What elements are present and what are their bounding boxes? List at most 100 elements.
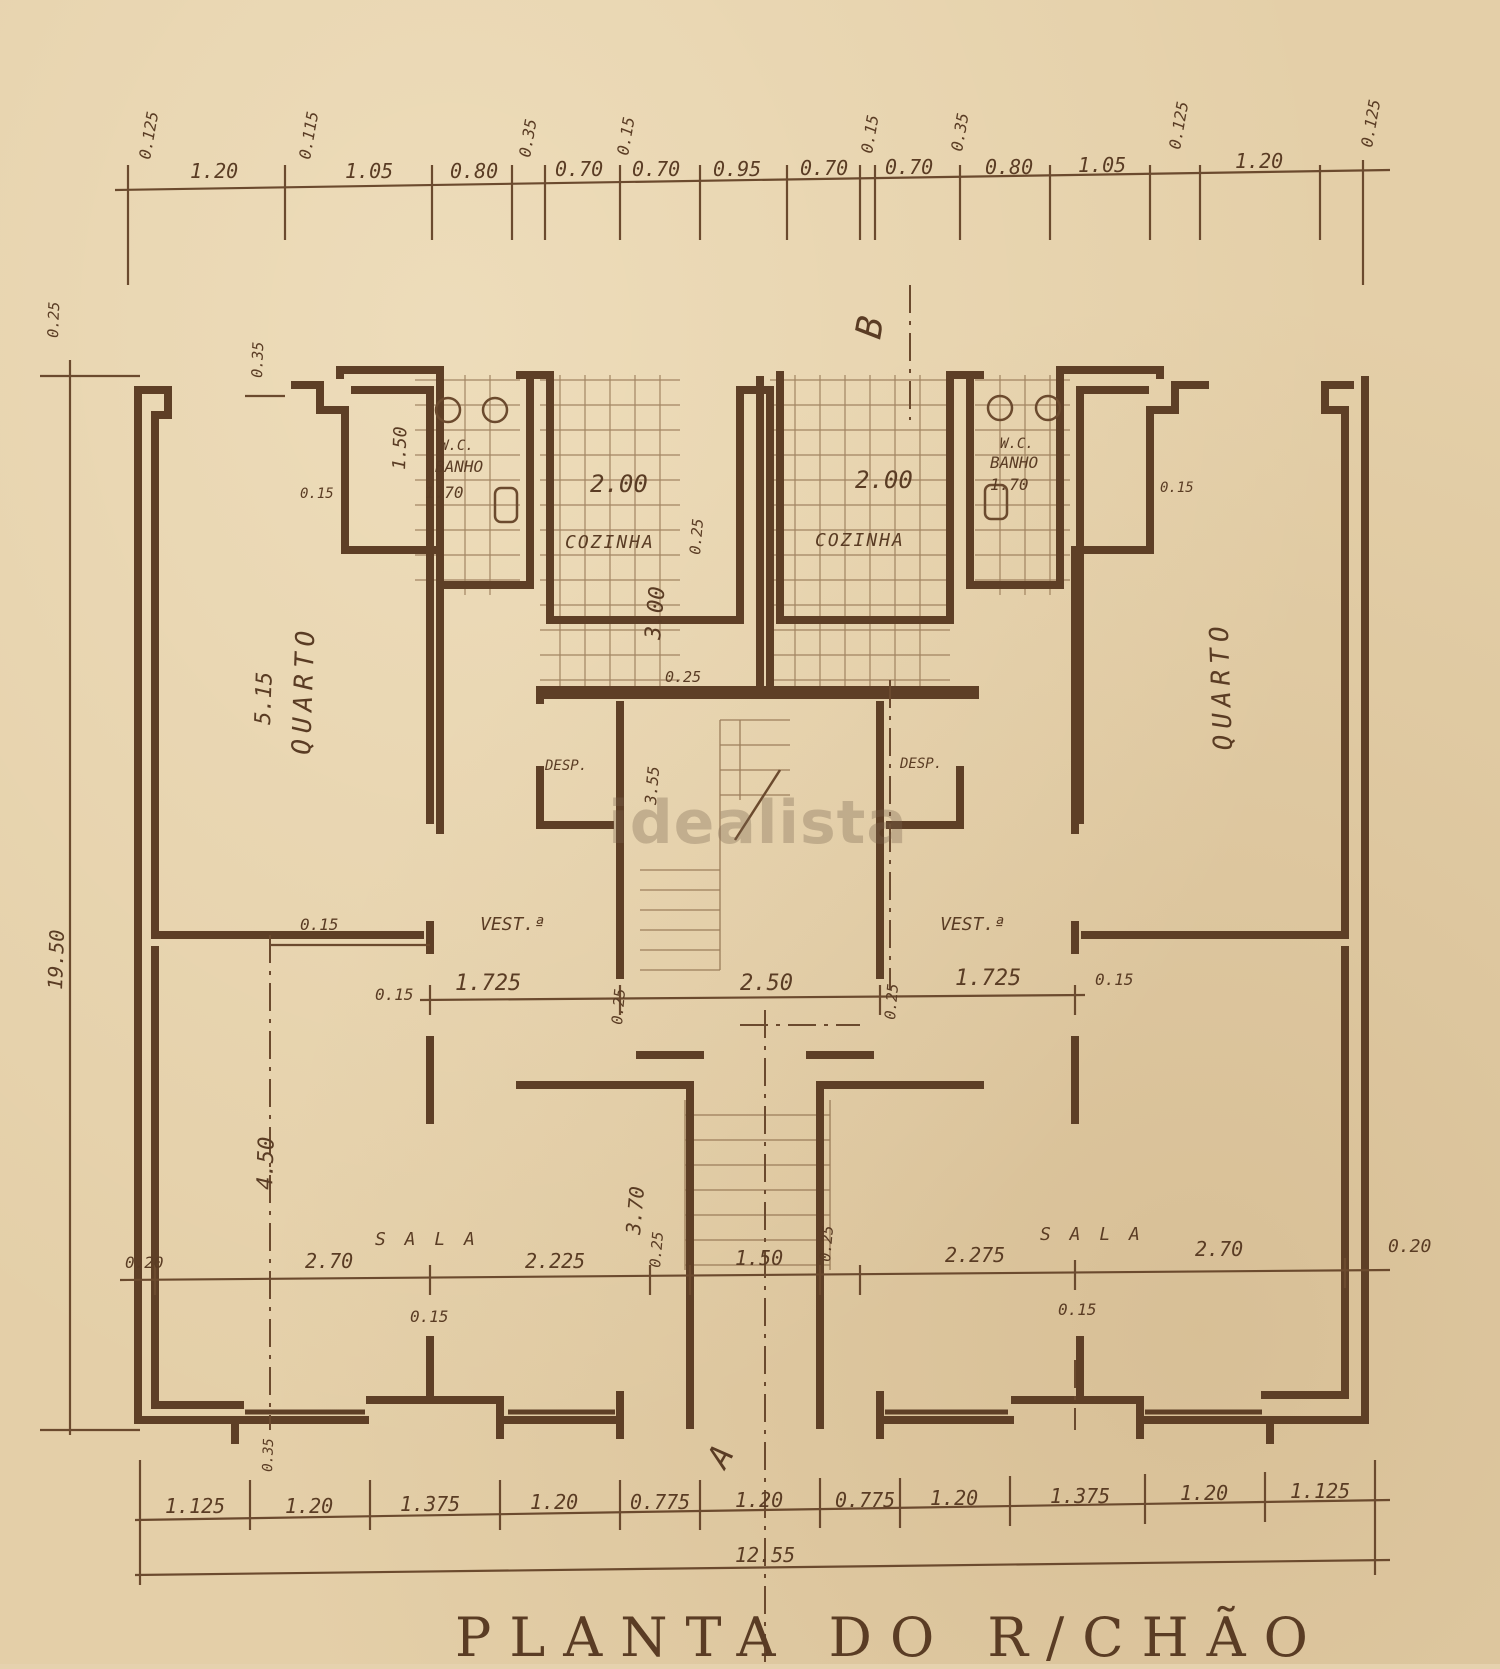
dim-top-small-2: 0.115 xyxy=(295,110,322,161)
dim-sala-4: 0.25 xyxy=(646,1231,667,1269)
dim-sala-5: 1.50 xyxy=(735,1246,783,1270)
section-mark-b: B xyxy=(848,313,892,341)
room-cozinha-left: COZINHA xyxy=(565,532,655,553)
dim-top-6: 0.95 xyxy=(713,157,761,181)
bidet-right-icon xyxy=(1034,394,1062,422)
dim-top-2: 1.05 xyxy=(345,159,393,183)
dim-top-3: 0.80 xyxy=(450,159,498,183)
dim-mid-5: 0.25 xyxy=(881,983,902,1021)
dim-bottom-2: 1.20 xyxy=(285,1494,333,1518)
dim-mid-6: 1.725 xyxy=(955,966,1021,991)
room-vest-left: VEST.ª xyxy=(480,914,545,935)
top-dimension-chain: 1.20 1.05 0.80 0.70 0.70 0.95 0.70 0.70 … xyxy=(114,98,1391,285)
dim-sala-6: 0.25 xyxy=(816,1225,837,1263)
dim-sala-2: 2.70 xyxy=(305,1249,353,1273)
dim-top-small-5: 0.15 xyxy=(857,113,882,154)
dim-top-7: 0.70 xyxy=(800,156,848,180)
dim-top-small-3: 0.35 xyxy=(515,117,540,158)
wc-right-icon xyxy=(986,394,1014,422)
dim-mid-1b: 0.15 xyxy=(375,985,414,1004)
room-desp-right: DESP. xyxy=(899,756,942,772)
dim-wc-left: 1.50 xyxy=(389,426,412,470)
sanitary-fixtures xyxy=(434,394,1062,524)
dim-bottom-9: 1.375 xyxy=(1050,1484,1110,1508)
dim-top-small-4: 0.15 xyxy=(613,115,638,156)
wc-left-icon xyxy=(434,396,462,424)
dim-overall-width: 12.55 xyxy=(735,1543,795,1567)
dim-mid-3: 0.25 xyxy=(608,988,629,1026)
dim-top-11: 1.20 xyxy=(1235,149,1283,173)
room-cozinha-right: COZINHA xyxy=(815,530,905,551)
dim-kitchen-left: 2.00 xyxy=(590,470,648,498)
dim-sala-depth: 4.50 xyxy=(253,1136,280,1190)
drawing-title: PLANTA DO R/CHÃO xyxy=(455,1606,1326,1669)
tile-grids xyxy=(415,375,1070,690)
dim-bottom-5: 0.775 xyxy=(630,1490,690,1514)
room-sala-left: S A L A xyxy=(375,1229,479,1250)
staircase xyxy=(640,719,831,1270)
interior-dimensions xyxy=(119,943,1391,1295)
dim-bath-left: 1.70 xyxy=(425,483,464,502)
dim-left-side-1: 0.25 xyxy=(44,301,63,338)
left-dimension-chain: 19.50 0.25 0.35 xyxy=(40,301,285,1435)
bottom-dimension-chain: 1.125 1.20 1.375 1.20 0.775 1.20 0.775 1… xyxy=(134,1438,1391,1585)
dim-top-8: 0.70 xyxy=(885,155,933,179)
dim-bottom-8: 1.20 xyxy=(930,1486,978,1510)
dim-sala-8: 2.70 xyxy=(1195,1237,1243,1261)
dim-bottom-1: 1.125 xyxy=(165,1494,225,1518)
dim-wall-right: 0.15 xyxy=(1160,480,1194,496)
dim-stair-hall: 3.70 xyxy=(621,1185,649,1236)
dim-top-small-6: 0.35 xyxy=(947,111,972,152)
watermark-text: idealista xyxy=(608,788,908,858)
dim-sala-wall-right: 0.15 xyxy=(1058,1300,1097,1319)
dim-top-5: 0.70 xyxy=(632,157,680,181)
dim-bottom-6: 1.20 xyxy=(735,1488,783,1512)
bidet-left-icon xyxy=(481,396,509,424)
room-banho-left: BANHO xyxy=(435,457,483,476)
dim-corridor: 3.55 xyxy=(641,765,663,806)
room-desp-left: DESP. xyxy=(544,758,587,774)
dim-bottom-11: 1.125 xyxy=(1290,1479,1350,1503)
room-wc-left: W.C. xyxy=(440,438,474,454)
dim-bottom-small: 0.35 xyxy=(260,1438,277,1472)
dim-top-1: 1.20 xyxy=(190,159,238,183)
dim-mid-7: 0.15 xyxy=(1095,970,1134,989)
walls xyxy=(134,366,1369,1444)
dim-kitchen-wall-left: 0.25 xyxy=(686,518,707,556)
dim-kitchen-bottom-left: 0.25 xyxy=(665,668,701,686)
dim-bath-right: 1.70 xyxy=(990,475,1029,494)
dim-wall-left: 0.15 xyxy=(300,486,334,502)
dim-sala-9: 0.20 xyxy=(1388,1236,1431,1257)
basin-left-icon xyxy=(493,486,519,524)
room-vest-right: VEST.ª xyxy=(940,914,1005,935)
dim-bottom-10: 1.20 xyxy=(1180,1481,1228,1505)
dim-mid-2: 1.725 xyxy=(455,971,521,996)
room-quarto-right: QUARTO xyxy=(1204,620,1239,751)
dim-mid-4: 2.50 xyxy=(740,971,793,996)
room-quarto-left: QUARTO xyxy=(287,624,322,755)
dim-top-small-8: 0.125 xyxy=(1357,98,1384,149)
room-sala-right: S A L A xyxy=(1040,1224,1144,1245)
dim-overall-depth: 19.50 xyxy=(43,929,69,990)
dim-sala-1: 0.20 xyxy=(125,1253,164,1272)
room-banho-right: BANHO xyxy=(990,453,1038,472)
dim-kitchen-right: 2.00 xyxy=(855,466,913,494)
dim-quarto-left: 5.15 xyxy=(251,671,278,725)
dim-bottom-4: 1.20 xyxy=(530,1490,578,1514)
section-mark-a: A xyxy=(698,1438,742,1475)
dim-top-10: 1.05 xyxy=(1078,153,1126,177)
dim-top-4: 0.70 xyxy=(555,157,603,181)
dim-bottom-7: 0.775 xyxy=(835,1488,895,1512)
dim-bottom-3: 1.375 xyxy=(400,1492,460,1516)
dim-sala-7: 2.275 xyxy=(945,1243,1005,1267)
dim-top-9: 0.80 xyxy=(985,155,1033,179)
interior-labels: 0.15 0.15 1.725 0.25 2.50 0.25 1.725 0.1… xyxy=(125,313,1431,1476)
dim-sala-wall-left: 0.15 xyxy=(410,1307,449,1326)
dim-left-side-2: 0.35 xyxy=(248,341,267,378)
dim-top-small-7: 0.125 xyxy=(1165,100,1192,151)
dim-top-small-1: 0.125 xyxy=(135,110,162,161)
dim-sala-3: 2.225 xyxy=(525,1249,585,1273)
room-wc-right: W.C. xyxy=(1000,436,1034,452)
